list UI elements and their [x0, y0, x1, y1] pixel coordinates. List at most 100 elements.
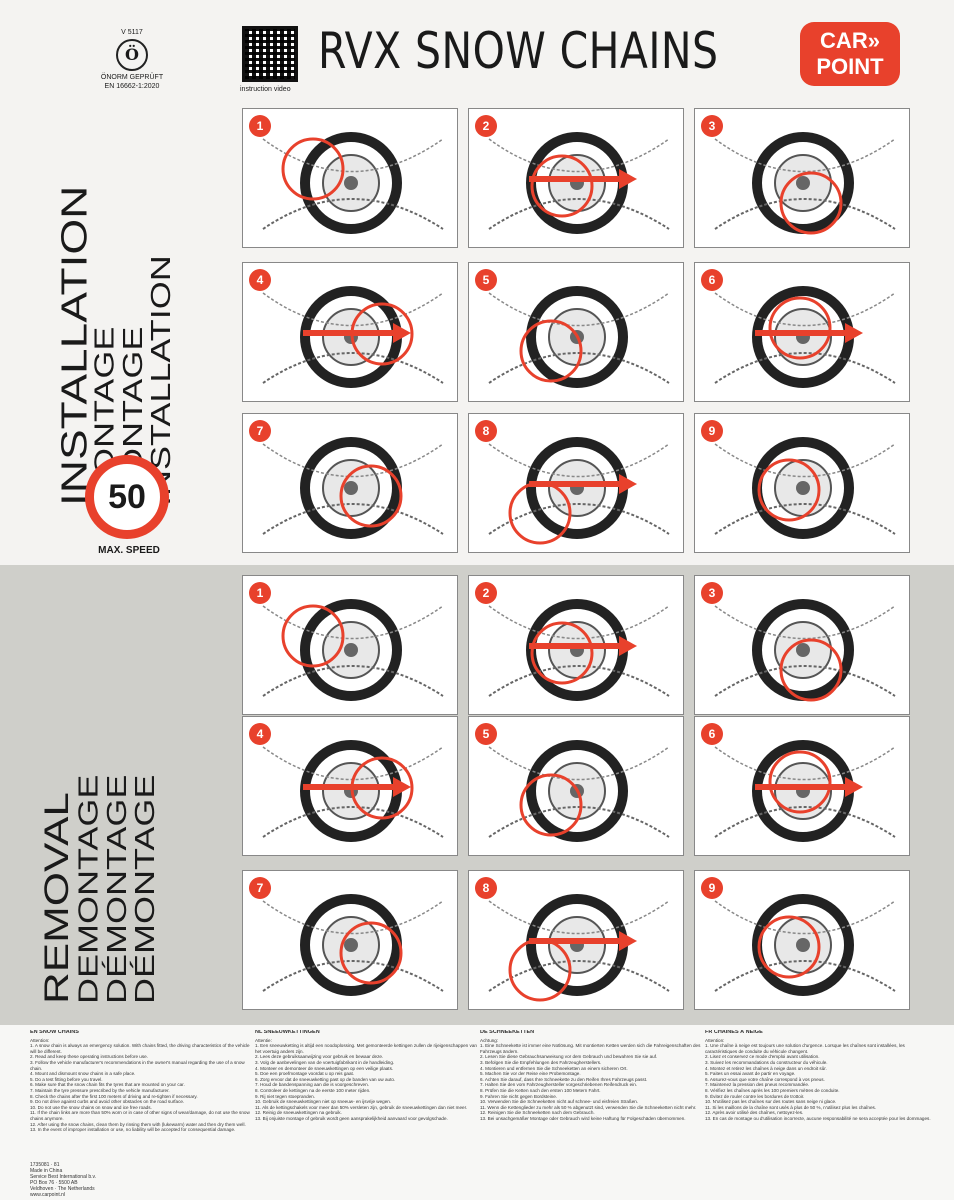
instruction-line: 11. Als de kettingschakels voor meer dan… [255, 1104, 468, 1110]
removal-illustration [714, 894, 896, 996]
instruction-line: 12. After using the snow chains, clean t… [30, 1121, 246, 1127]
instruction-line: 3. Follow the vehicle manufacturer's rec… [30, 1059, 245, 1071]
installation-step-3-panel: 3 [694, 108, 910, 248]
installation-step-7-panel: 7 [242, 413, 458, 553]
installation-step-6-panel: 6 [694, 262, 910, 402]
instruction-line: 10. Gebruik de sneeuwkettingen niet op s… [255, 1099, 392, 1105]
instruction-line: 2. Lesen Sie diese Gebrauchsanweisung vo… [480, 1054, 658, 1060]
step-number-badge: 5 [475, 723, 497, 745]
instruction-line: 12. Reinigen Sie die Schneeketten nach d… [480, 1110, 595, 1116]
instruction-line: Attentie: [255, 1037, 272, 1043]
heading-en: REMOVAL [37, 792, 76, 1004]
instruction-line: 8. Vérifiez les chaînes après les 100 pr… [705, 1087, 840, 1093]
instruction-line: 11. Wenn die Kettenglieder zu mehr als 5… [480, 1104, 697, 1110]
column-title: NL SNEEUWKETTINGEN [255, 1030, 320, 1035]
step-number-badge: 7 [249, 420, 271, 442]
instruction-line: 9. Fahren Sie nicht gegen Bordsteine. [480, 1093, 558, 1099]
instruction-line: 1. A snow chain is always an emergency s… [30, 1043, 250, 1054]
removal-illustration [488, 599, 670, 701]
instruction-line: 12. Reinig de sneeuwkettingen na gebruik… [255, 1110, 342, 1116]
instruction-line: 1. Eine Schneekette ist immer eine Notlö… [480, 1043, 701, 1054]
heading-nl: DEMONTAGE [71, 774, 104, 1004]
instruction-line: Achtung: [480, 1037, 499, 1043]
installation-step-1-panel: 1 [242, 108, 458, 248]
installation-step-9-panel: 9 [694, 413, 910, 553]
step-number-badge: 6 [701, 723, 723, 745]
step-number-badge: 7 [249, 877, 271, 899]
instruction-line: 3. Suivez les recommandations du constru… [705, 1059, 828, 1065]
step-number-badge: 4 [249, 269, 271, 291]
instructions-text-background [0, 1025, 954, 1200]
qr-code-icon[interactable] [242, 26, 298, 82]
cert-label: ÖNORM GEPRÜFT [100, 74, 164, 82]
instruction-line: 13. En cas de montage ou d'utilisation i… [705, 1115, 931, 1121]
instruction-line: 4. Monteer en demonteer de sneeuwketting… [255, 1065, 394, 1071]
column-title: EN SNOW CHAINS [30, 1030, 79, 1035]
step-number-badge: 1 [249, 115, 271, 137]
heading-fr: DÉMONTAGE [128, 774, 161, 1004]
instruction-line: 10. Do not use the snow chains on snow a… [30, 1104, 152, 1110]
step-number-badge: 8 [475, 877, 497, 899]
instruction-line: 7. Maintenez la pression des pneus recom… [705, 1082, 810, 1088]
step-number-badge: 4 [249, 723, 271, 745]
instruction-line: 4. Montieren und entfernen Sie die Schne… [480, 1065, 628, 1071]
instruction-line: 9. Do not drive against curbs and avoid … [30, 1099, 185, 1105]
step-number-badge: 6 [701, 269, 723, 291]
removal-step-3-panel: 3 [694, 575, 910, 715]
footer-code: 1735081 · 81 [30, 1162, 60, 1168]
instruction-line: 7. Halten Sie den vom Fahrzeughersteller… [480, 1082, 638, 1088]
footer-address-1: PO Box 76 · 5500 AB [30, 1180, 78, 1186]
removal-step-2-panel: 2 [468, 575, 684, 715]
installation-illustration [488, 437, 670, 545]
instruction-line: 6. Zorg ervoor dat de sneeuwketting past… [255, 1076, 396, 1082]
instruction-line: 13. In the event of improper installatio… [30, 1127, 236, 1133]
step-number-badge: 9 [701, 420, 723, 442]
instruction-line: 9. Rij niet tegen stoepranden. [255, 1093, 316, 1099]
removal-illustration [262, 894, 444, 996]
instruction-line: 6. Make sure that the snow chain fits th… [30, 1082, 185, 1088]
carpoint-logo: CAR» POINT [800, 22, 900, 86]
column-title: FR CHAÎNES À NEIGE [705, 1030, 763, 1035]
footer-imprint: 1735081 · 81 Made in China Service Best … [30, 1162, 96, 1198]
footer-made-in: Made in China [30, 1168, 63, 1174]
instruction-line: 4. Montez et retirez les chaînes à neige… [705, 1065, 827, 1071]
speed-limit-sign: 50 [85, 455, 169, 539]
instruction-line: 13. Bei unsachgemäßer Montage oder Gebra… [480, 1115, 686, 1121]
instruction-line: 4. Mount and dismount snow chains in a s… [30, 1071, 136, 1077]
instruction-line: 5. Machen Sie vor der Reise eine Probemo… [480, 1071, 581, 1077]
step-number-badge: 3 [701, 582, 723, 604]
step-number-badge: 3 [701, 115, 723, 137]
installation-illustration [262, 132, 444, 234]
removal-step-8-panel: 8 [468, 870, 684, 1010]
instruction-line: 5. Faites un essai avant de partir en vo… [705, 1071, 796, 1077]
footer-company: Service Best International b.v. [30, 1174, 97, 1180]
instruction-line: 7. Houd de bandenspanning aan die is voo… [255, 1082, 369, 1088]
installation-illustration [262, 286, 444, 388]
qr-caption: instruction video [240, 86, 291, 93]
removal-step-1-panel: 1 [242, 575, 458, 715]
instruction-line: 12. Après avoir utilisé des chaînes, net… [705, 1110, 804, 1116]
step-number-badge: 5 [475, 269, 497, 291]
removal-illustration [262, 740, 444, 842]
heading-fr: INSTALLATION [144, 255, 177, 506]
instruction-line: 2. Lisez et conservez ce mode d'emploi a… [705, 1054, 820, 1060]
instruction-line: 6. Assurez-vous que votre chaîne corresp… [705, 1076, 825, 1082]
step-number-badge: 1 [249, 582, 271, 604]
instruction-line: 5. Do a test fitting before you travel. [30, 1076, 103, 1082]
instruction-line: 1. Een sneeuwketting is altijd een noodo… [255, 1043, 477, 1054]
text-column-nl: NL SNEEUWKETTINGEN Attentie:1. Een sneeu… [255, 1030, 481, 1122]
page-title: RVX SNOW CHAINS [318, 22, 719, 80]
instruction-line: 2. Lees deze gebruiksaanwijzing voor geb… [255, 1054, 384, 1060]
step-number-badge: 2 [475, 115, 497, 137]
onorm-icon: Ö [116, 39, 148, 72]
removal-heading: REMOVAL DEMONTAGE DÉMONTAGE DÉMONTAGE [37, 774, 161, 1004]
instruction-line: 7. Maintain the tyre pressure prescribed… [30, 1087, 170, 1093]
text-column-fr: FR CHAÎNES À NEIGE Attention:1. Une chaî… [705, 1030, 931, 1122]
instruction-line: Attention: [705, 1037, 725, 1043]
installation-illustration [714, 286, 896, 388]
instruction-line: 8. Check the chains after the first 100 … [30, 1093, 198, 1099]
removal-illustration [714, 740, 896, 842]
instruction-line: 11. Si les maillons de la chaîne sont us… [705, 1104, 877, 1110]
heading-en: INSTALLATION [53, 185, 95, 506]
certification-mark: V 5117 Ö ÖNORM GEPRÜFT EN 16662-1:2020 [96, 28, 168, 91]
